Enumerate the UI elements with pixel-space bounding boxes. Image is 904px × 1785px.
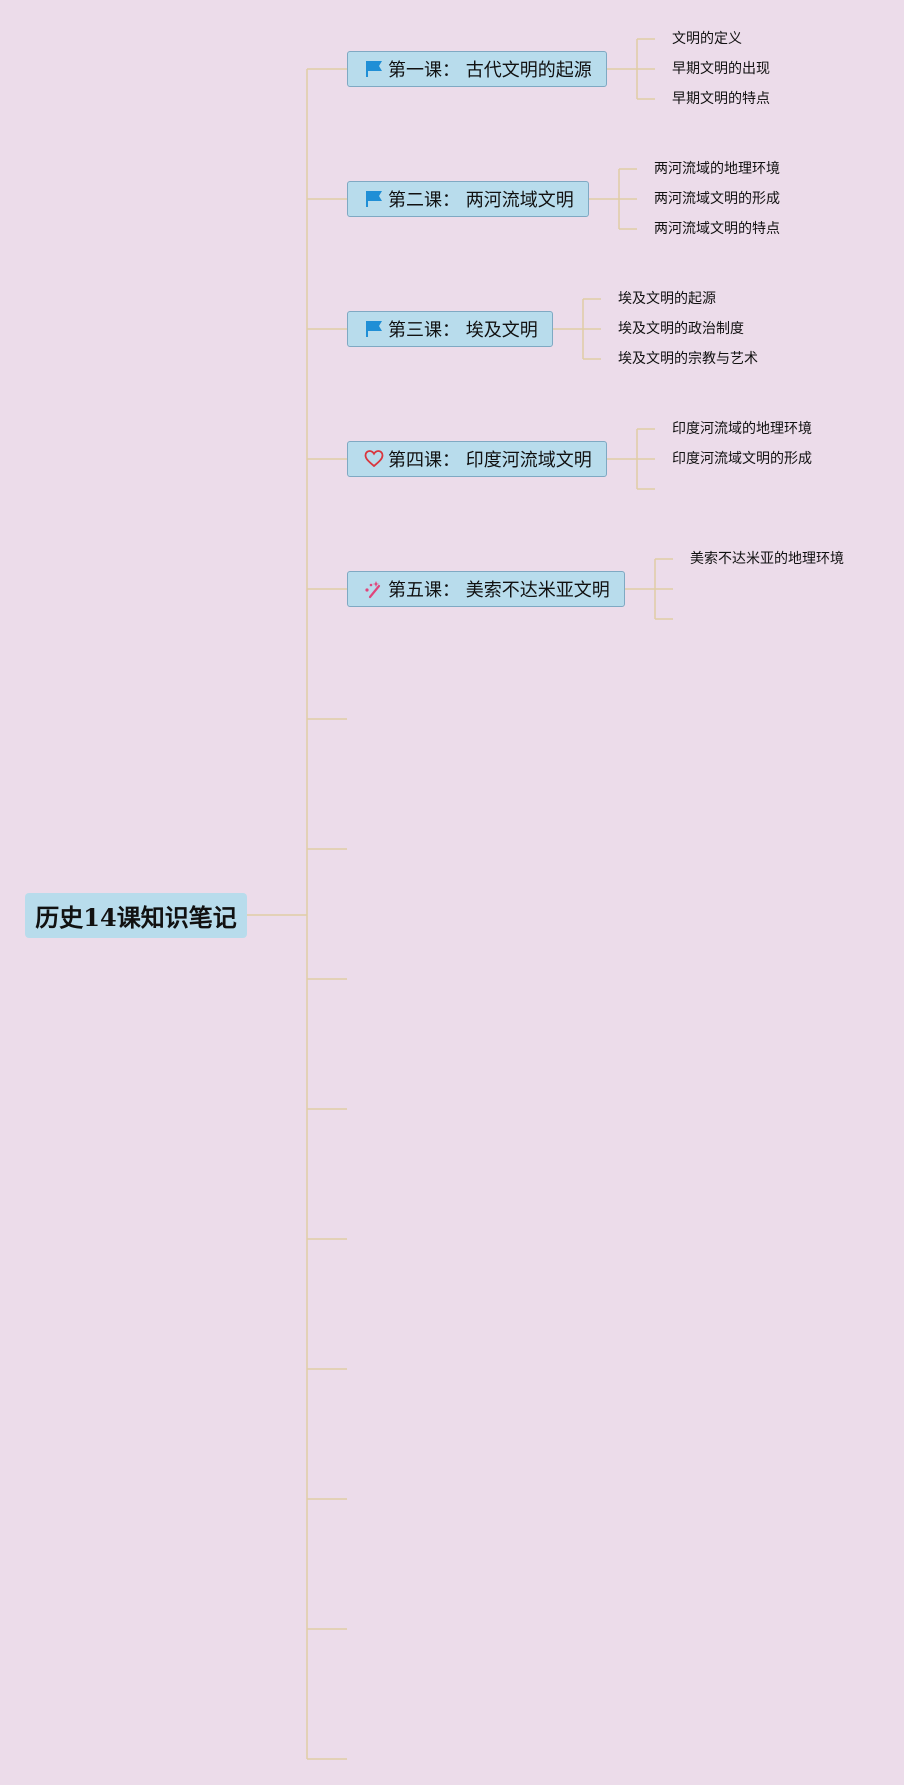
topic-item[interactable]: 两河流域的地理环境 (654, 161, 780, 177)
lesson-node-1[interactable]: 第一课： 古代文明的起源 (347, 51, 607, 87)
flag-icon (364, 59, 384, 79)
lesson-node-4[interactable]: 第四课： 印度河流域文明 (347, 441, 607, 477)
topic-item[interactable]: 早期文明的出现 (672, 61, 770, 77)
lesson-label: 第四课： 印度河流域文明 (388, 450, 592, 471)
topic-item[interactable]: 埃及文明的起源 (618, 291, 716, 307)
topic-item[interactable]: 印度河流域的地理环境 (672, 421, 812, 437)
lesson-node-3[interactable]: 第三课： 埃及文明 (347, 311, 553, 347)
lesson-label: 第五课： 美索不达米亚文明 (388, 580, 610, 601)
flag-icon (364, 189, 384, 209)
topic-item[interactable]: 美索不达米亚的地理环境 (690, 551, 844, 567)
topic-item[interactable]: 印度河流域文明的形成 (672, 451, 812, 467)
lesson-label: 第二课： 两河流域文明 (388, 190, 574, 211)
root-node[interactable]: 历史14课知识笔记 (25, 893, 247, 938)
topic-item[interactable]: 埃及文明的政治制度 (618, 321, 744, 337)
lesson-label: 第三课： 埃及文明 (388, 320, 538, 341)
topic-item[interactable]: 两河流域文明的特点 (654, 221, 780, 237)
flag-icon (364, 319, 384, 339)
topic-item[interactable]: 早期文明的特点 (672, 91, 770, 107)
topic-item[interactable]: 两河流域文明的形成 (654, 191, 780, 207)
topic-item[interactable]: 埃及文明的宗教与艺术 (618, 351, 758, 367)
heart-icon (364, 449, 384, 469)
topic-item[interactable]: 文明的定义 (672, 31, 742, 47)
sparkle-wand-icon (364, 579, 384, 599)
lesson-node-5[interactable]: 第五课： 美索不达米亚文明 (347, 571, 625, 607)
lesson-label: 第一课： 古代文明的起源 (388, 60, 592, 81)
lesson-node-2[interactable]: 第二课： 两河流域文明 (347, 181, 589, 217)
